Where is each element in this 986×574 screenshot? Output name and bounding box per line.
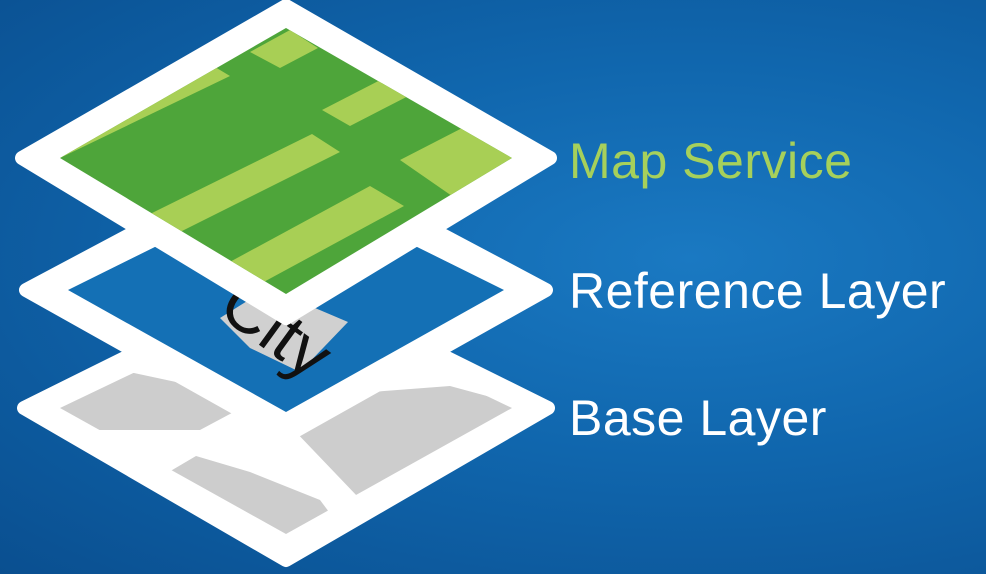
- base-layer-label: Base Layer: [569, 390, 827, 446]
- map-service-label: Map Service: [569, 133, 853, 189]
- city-label-backdrop: [220, 288, 348, 372]
- map-service-panel: [15, 0, 557, 325]
- reference-layer-label: Reference Layer: [569, 263, 947, 319]
